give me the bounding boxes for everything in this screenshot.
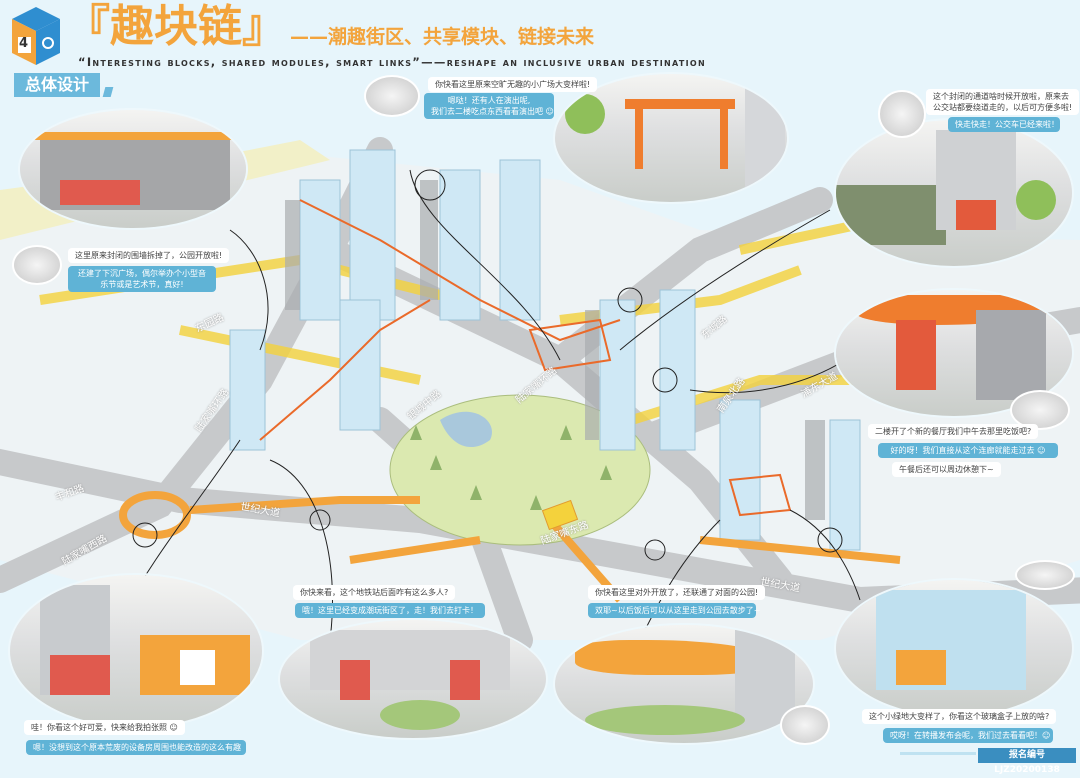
before-photo (1015, 560, 1075, 590)
chat-question: 这里原来封闭的围墙拆掉了，公园开放啦! (68, 248, 230, 263)
before-photo (12, 245, 62, 285)
chat-reply: 哎呀！在转播发布会呢，我们过去看看吧！☺ (883, 728, 1053, 743)
divider (900, 752, 976, 755)
english-tagline: “Interesting blocks, shared modules, sma… (78, 55, 707, 69)
chat-question: 你快来看，这个地铁站后面咋有这么多人? (293, 585, 456, 600)
cube-logo-icon: 4 (10, 5, 62, 67)
chat-question: 二楼开了个新的餐厅我们中午去那里吃饭吧? (868, 424, 1039, 439)
poster-subtitle: ——潮趣街区、共享模块、链接未来 (290, 26, 595, 48)
chat-line: 还建了下沉广场，偶尔举办个小型音 (78, 269, 206, 278)
chat-reply: 还建了下沉广场，偶尔举办个小型音乐节或是艺术节，真好! (68, 266, 216, 292)
vignette-storefront (20, 110, 246, 228)
chat-question: 午餐后还可以周边休憩下~ (892, 462, 1001, 477)
chat-reply: 好的呀！我们直接从这个连廊就能走过去 ☺ (878, 443, 1058, 458)
chat-reply: 嗯哒！还有人在演出呢, 我们去二楼吃点东西看看演出吧 ☺ (424, 93, 554, 119)
logo-number: 4 (19, 36, 29, 51)
chat-line: 公交站都要绕道走的，以后可方便多啦! (933, 103, 1073, 112)
chat-question: 你快看这里原来空旷无趣的小广场大变样啦! (428, 77, 598, 92)
vignette-restaurant (836, 290, 1072, 416)
section-label: 总体设计 (14, 73, 100, 97)
chat-line: 我们去二楼吃点东西看看演出吧 ☺ (431, 107, 554, 116)
chat-reply: 嗯！没想到这个原本荒废的设备房周围也能改造的这么有趣 (26, 740, 246, 755)
chat-line: 乐节或是艺术节，真好! (100, 280, 184, 289)
chat-reply: 双耶~以后饭后可以从这里走到公园去散步了~ (588, 603, 760, 618)
chat-reply: 哦！这里已经变成潮玩街区了，走！我们去打卡！ (295, 603, 485, 618)
chat-question: 这个封闭的通道啥时候开放啦，原来去公交站都要绕道走的，以后可方便多啦! (926, 89, 1080, 115)
vignette-toy-street (10, 575, 262, 727)
before-photo (780, 705, 830, 745)
poster-title: 『趣块链』 (66, 1, 286, 52)
vignette-glass-box (836, 580, 1072, 716)
before-photo (364, 75, 420, 117)
chat-question: 这个小绿地大变样了，你看这个玻璃盒子上放的啥? (862, 709, 1057, 724)
chat-question: 你快看这里对外开放了，还联通了对面的公园! (588, 585, 766, 600)
title-row: 『趣块链』 ——潮趣街区、共享模块、链接未来 (66, 2, 594, 52)
vignette-park-link (555, 625, 813, 743)
before-photo (878, 90, 926, 138)
chat-reply: 快走快走！公交车已经来啦！ (948, 117, 1060, 132)
chat-line: 嗯哒！还有人在演出呢, (447, 96, 531, 105)
registration-id: 报名编号 LJZ20200138 (978, 748, 1076, 775)
vignette-plaza (555, 74, 787, 202)
chat-question: 哇！你看这个好可爱，快来给我拍张照 ☺ (24, 720, 185, 735)
vignette-bus-stop (836, 120, 1072, 266)
chat-line: 这个封闭的通道啥时候开放啦，原来去 (933, 92, 1069, 101)
before-photo (1010, 390, 1070, 430)
vignette-metro-street (280, 620, 546, 738)
